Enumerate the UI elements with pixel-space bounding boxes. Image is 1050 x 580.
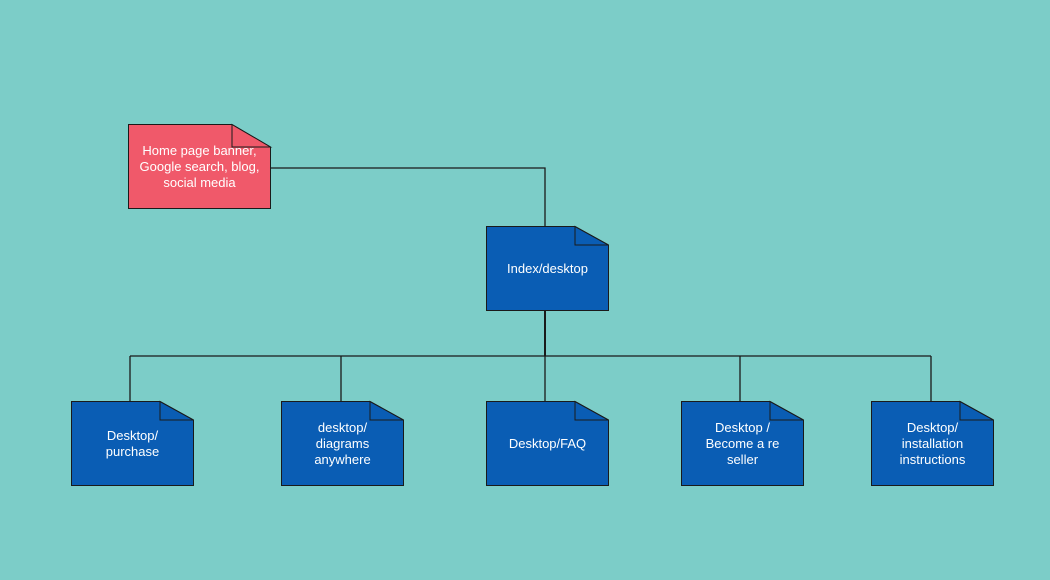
root-node-label: Index/desktop bbox=[507, 260, 588, 276]
connector-source-to-root bbox=[271, 167, 546, 226]
page-shape-icon bbox=[871, 400, 994, 486]
child-node-faq[interactable]: Desktop/FAQ bbox=[486, 400, 609, 486]
child-node-diagrams-anywhere[interactable]: desktop/ diagrams anywhere bbox=[281, 400, 404, 486]
page-shape-icon bbox=[71, 400, 194, 486]
page-shape-icon bbox=[681, 400, 804, 486]
child-node-become-reseller[interactable]: Desktop / Become a re seller bbox=[681, 400, 804, 486]
page-shape-icon bbox=[281, 400, 404, 486]
page-shape-icon bbox=[486, 225, 609, 311]
child-node-installation-instructions[interactable]: Desktop/ installation instructions bbox=[871, 400, 994, 486]
source-node-label: Home page banner, Google search, blog, s… bbox=[139, 142, 260, 190]
page-shape-icon bbox=[486, 400, 609, 486]
child-node-label: Desktop/ installation instructions bbox=[899, 419, 966, 467]
child-node-purchase[interactable]: Desktop/ purchase bbox=[71, 400, 194, 486]
source-node[interactable]: Home page banner, Google search, blog, s… bbox=[128, 123, 273, 209]
page-shape-icon bbox=[128, 123, 273, 209]
child-node-label: desktop/ diagrams anywhere bbox=[314, 419, 371, 467]
child-node-label: Desktop/FAQ bbox=[508, 435, 587, 451]
child-node-label: Desktop / Become a re seller bbox=[705, 419, 780, 467]
child-node-label: Desktop/ purchase bbox=[105, 427, 160, 459]
root-node[interactable]: Index/desktop bbox=[486, 225, 609, 311]
